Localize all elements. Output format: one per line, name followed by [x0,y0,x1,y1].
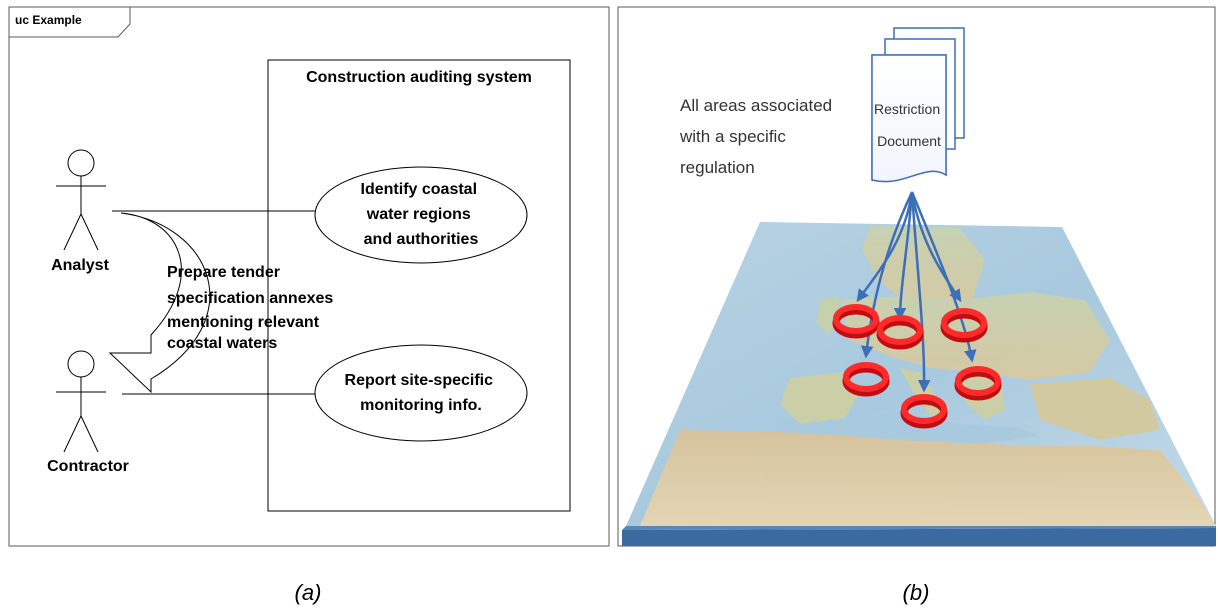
callout-text: All areas associated with a specific reg… [679,96,837,177]
system-boundary [267,59,571,512]
frame-tab-label: uc Example [15,13,82,27]
actor-contractor [56,350,106,453]
frame-tab [8,6,131,38]
arrow-to-ring-1 [856,191,914,303]
arrow-to-ring-2 [893,191,914,321]
map-base-edge [622,526,1216,530]
regulation-arrows [856,191,977,393]
panel-b: All areas associated with a specific reg… [617,6,1216,605]
system-title: Construction auditing system [306,69,532,86]
use-case-identify-coastal [314,166,528,264]
use-case-report-monitoring [314,344,528,442]
arrow-to-ring-5 [910,191,977,363]
panel-a: uc Example Construction auditing system … [8,6,610,605]
map-landmasses [640,226,1216,526]
actor-analyst [56,149,106,251]
region-ring-1 [832,304,880,339]
region-ring-2 [876,315,924,350]
region-ring-5 [954,366,1002,401]
region-ring-6 [900,394,948,429]
region-ring-3 [940,308,988,343]
restriction-document-icon [871,27,965,183]
region-ring-4 [842,362,890,397]
uml-frame [8,6,610,547]
caption-a: (a) [295,580,322,605]
actor-label-contractor: Contractor [47,458,129,475]
use-case-label-report: Report site-specific monitoring info. [345,372,498,414]
arrow-to-ring-3 [910,191,962,303]
caption-b: (b) [903,580,930,605]
use-case-label-identify: Identify coastal water regions and autho… [361,181,482,248]
actor-label-analyst: Analyst [51,257,109,274]
arrow-to-ring-4 [860,191,914,359]
arrow-to-ring-6 [910,191,931,393]
flow-arrow-label: Prepare tender specification annexes men… [167,264,338,352]
document-label: Restriction Document [874,101,944,149]
map-base-front [622,528,1216,546]
flow-arrow [108,212,211,394]
region-rings [832,304,1002,429]
